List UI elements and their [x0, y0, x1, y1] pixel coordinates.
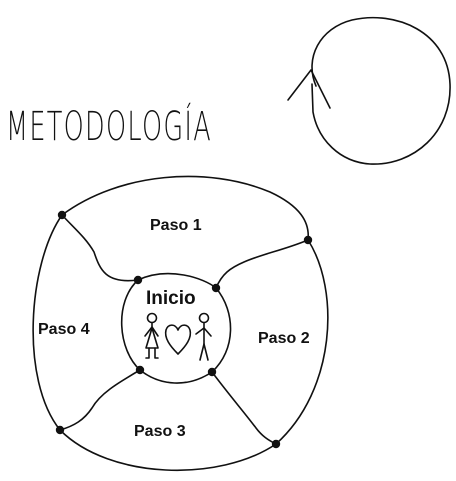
step-4-label: Paso 4 [38, 321, 90, 338]
node-inner-bottom-left [135, 365, 145, 375]
spoke-top-left [61, 214, 139, 282]
page-title: METODOLOGÍA [6, 102, 212, 150]
spoke-bottom-left [59, 369, 141, 431]
spoke-bottom-right [211, 371, 277, 445]
node-inner-bottom-right [207, 367, 217, 377]
cycle-arrow-icon [287, 16, 451, 165]
step-3-label: Paso 3 [134, 423, 186, 440]
couple-heart-icon [144, 312, 212, 361]
center-label: Inicio [146, 288, 196, 309]
node-inner-top-left [133, 275, 143, 285]
node-inner-top-right [211, 283, 221, 293]
node-outer-bottom-left [55, 425, 65, 435]
node-outer-top-left [57, 210, 67, 220]
node-outer-bottom-right [271, 439, 281, 449]
spoke-top-right [215, 239, 309, 289]
step-2-label: Paso 2 [258, 330, 310, 347]
step-1-label: Paso 1 [150, 217, 202, 234]
node-outer-right [303, 235, 313, 245]
outer-ring [32, 175, 329, 472]
